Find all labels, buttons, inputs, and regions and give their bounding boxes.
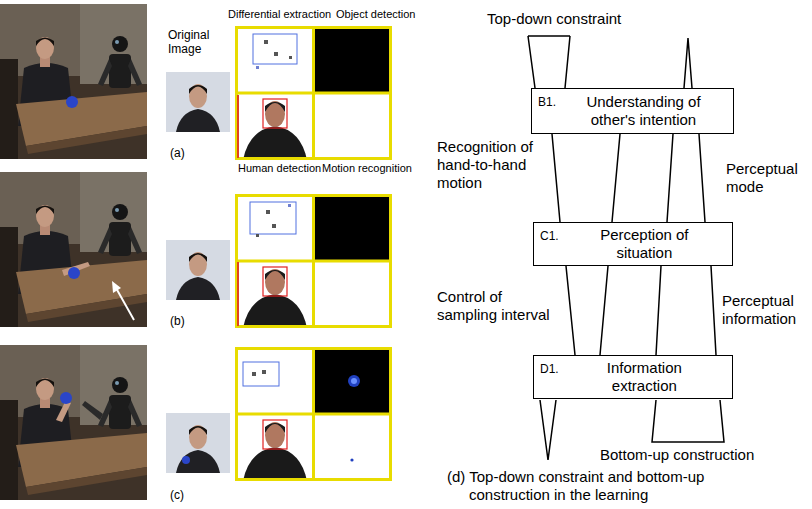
object-blob [348,375,360,387]
pointer-arrowhead [112,281,121,293]
label-text: (c) [170,488,184,502]
diff-point [288,204,291,207]
detect-edge [237,95,239,158]
diff-point [264,40,268,44]
diff-point [262,370,266,374]
label-text: Original Image [168,28,230,57]
wedge-connector [552,134,620,222]
diff-point [289,56,292,59]
diff-box [253,34,297,64]
box-number: C1. [540,229,559,243]
original-image [166,413,230,473]
box-number: D1. [540,362,559,376]
pointer-arrow [116,288,134,320]
label-text: Differential extraction [228,8,331,21]
process-box: C1. Perception of situation [533,222,733,266]
object-blob [351,378,357,384]
edge-label: Perceptual mode [726,160,810,196]
diff-point [274,52,278,56]
photo [0,345,147,500]
diff-box [243,362,279,386]
label-text: (d) Top-down constraint and bottom-up co… [447,468,747,504]
original-image [166,240,230,300]
diff-point [272,224,276,228]
edge-label: Recognition of hand-to-hand motion [437,138,547,192]
top-down-wedge [528,36,570,88]
original-image [166,72,230,132]
label-text: (b) [170,314,185,328]
diff-point [256,234,259,237]
diff-point [266,210,270,214]
result-grid [235,194,392,328]
blue-ball [66,96,78,108]
wedge-connector [656,266,716,355]
process-box: B1. Understanding of other's intention [531,88,734,134]
box-text: Understanding of other's intention [581,93,706,129]
label-text: Object detection [336,8,416,21]
diff-point [256,66,259,69]
process-box: D1. Information extraction [533,355,733,399]
edge-label: Control of sampling interval [437,288,562,324]
edge-label: Perceptual information [722,292,808,328]
bottom-up-wedge [684,38,692,88]
photo [0,4,147,159]
diff-box [250,202,296,234]
label-text: Bottom-up construction [600,446,754,464]
bottom-up-wedge [652,400,724,442]
blue-ball [68,267,80,279]
box-text: Information extraction [582,359,707,395]
label-text: Top-down constraint [487,10,621,28]
wedge-connector [667,134,705,222]
box-text: Perception of situation [582,226,707,262]
blue-ball [60,392,72,404]
blue-ball [182,456,190,464]
result-grid [235,26,392,160]
label-text: Human detection [238,162,321,175]
label-text: Motion recognition [322,162,412,175]
result-grid [235,347,392,481]
wedge-connector [566,266,608,355]
label-text: (a) [170,146,185,160]
photo [0,172,147,327]
motion-dot [350,458,353,461]
box-number: B1. [538,95,556,109]
robot-arm [82,401,103,420]
detect-edge [237,262,239,326]
diff-point [252,372,256,376]
top-down-wedge [540,400,556,460]
